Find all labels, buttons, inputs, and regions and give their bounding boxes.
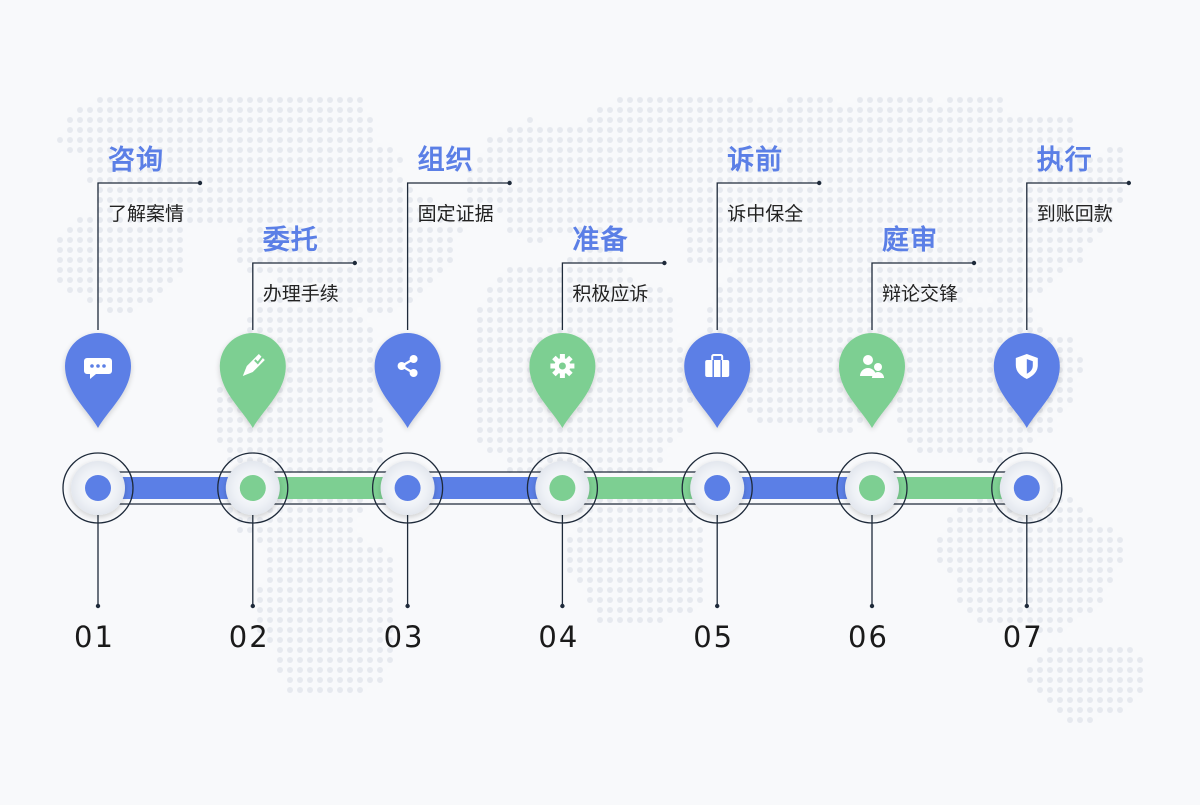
- node-outline-03: [371, 452, 444, 524]
- step-title-01: 咨询: [108, 145, 164, 176]
- step-number-07: 07: [1002, 620, 1044, 654]
- node-dot-02: [239, 475, 266, 501]
- track-segment-02: [252, 477, 408, 499]
- map-pin-07: [993, 332, 1060, 428]
- leader-line-top-05: [716, 182, 820, 330]
- step-title-07: 执行: [1036, 145, 1093, 176]
- leader-dot-bottom-02: [250, 603, 255, 609]
- leader-dot-bottom-05: [715, 603, 720, 609]
- leader-dot-top-04: [662, 260, 667, 266]
- leader-line-top-02: [252, 262, 355, 330]
- node-dot-05: [704, 475, 731, 501]
- gear-icon: [550, 354, 575, 378]
- map-pin-04: [529, 333, 596, 428]
- node-dot-03: [394, 475, 421, 501]
- node-outline-06: [836, 452, 908, 524]
- step-desc-01: 了解案情: [108, 203, 185, 225]
- step-number-06: 06: [848, 620, 889, 654]
- step-title-02: 委托: [262, 225, 319, 256]
- node-outline-05: [681, 452, 753, 524]
- step-number-02: 02: [228, 620, 270, 654]
- step-number-01: 01: [74, 620, 115, 654]
- step-desc-06: 辩论交锋: [882, 283, 959, 305]
- node-outline-07: [991, 452, 1063, 524]
- leader-dot-bottom-04: [560, 603, 565, 609]
- people-icon: [860, 355, 884, 378]
- leader-dot-top-05: [817, 180, 822, 186]
- step-desc-03: 固定证据: [417, 203, 494, 225]
- node-dot-04: [549, 475, 576, 501]
- leader-dot-top-02: [352, 260, 357, 266]
- pen-check-icon: [242, 353, 266, 376]
- track-segment-06: [872, 477, 1027, 499]
- leader-dot-top-07: [1126, 180, 1132, 186]
- node-dot-01: [85, 475, 111, 501]
- leader-dot-bottom-01: [95, 603, 101, 609]
- map-pin-05: [684, 333, 751, 428]
- leader-dot-top-03: [507, 180, 512, 186]
- leader-dot-bottom-07: [1024, 603, 1030, 609]
- leader-line-top-06: [871, 262, 974, 330]
- step-title-04: 准备: [572, 225, 629, 256]
- track-segment-05: [717, 477, 872, 499]
- map-pin-06: [839, 333, 905, 428]
- step-number-03: 03: [383, 620, 425, 654]
- location-pins: [65, 332, 1060, 428]
- step-desc-04: 积极应诉: [572, 283, 649, 305]
- leader-line-top-04: [561, 262, 665, 330]
- map-pin-02: [219, 333, 286, 428]
- leader-line-top-01: [97, 182, 200, 330]
- leader-dot-bottom-03: [405, 603, 410, 609]
- track-segment-01: [98, 477, 253, 499]
- step-desc-05: 诉中保全: [727, 203, 804, 225]
- step-number-05: 05: [693, 620, 735, 654]
- node-outline-04: [526, 452, 599, 524]
- step-title-06: 庭审: [882, 225, 938, 256]
- map-pin-01: [65, 333, 131, 428]
- step-title-05: 诉前: [727, 145, 784, 176]
- leader-line-top-07: [1026, 182, 1129, 330]
- node-dot-07: [1013, 475, 1040, 501]
- step-desc-07: 到账回款: [1036, 203, 1113, 225]
- track-segment-04: [562, 477, 718, 499]
- node-outline-02: [217, 452, 289, 524]
- share-icon: [397, 355, 418, 377]
- leader-dot-top-01: [197, 180, 203, 186]
- node-dot-06: [859, 475, 885, 501]
- world-map-dots: [57, 97, 1143, 723]
- map-pin-03: [374, 333, 441, 428]
- node-outline-01: [62, 452, 134, 524]
- timeline-nodes: [62, 452, 1063, 524]
- chat-bubble-icon: [84, 358, 112, 379]
- briefcase-icon: [705, 354, 730, 377]
- leader-dot-bottom-06: [869, 603, 875, 609]
- leader-dot-top-06: [971, 260, 977, 266]
- step-number-04: 04: [538, 620, 580, 654]
- step-desc-02: 办理手续: [262, 283, 339, 305]
- leader-line-top-03: [406, 182, 510, 330]
- step-title-03: 组织: [417, 145, 474, 176]
- track-segment-03: [407, 477, 563, 499]
- shield-icon: [1015, 354, 1038, 379]
